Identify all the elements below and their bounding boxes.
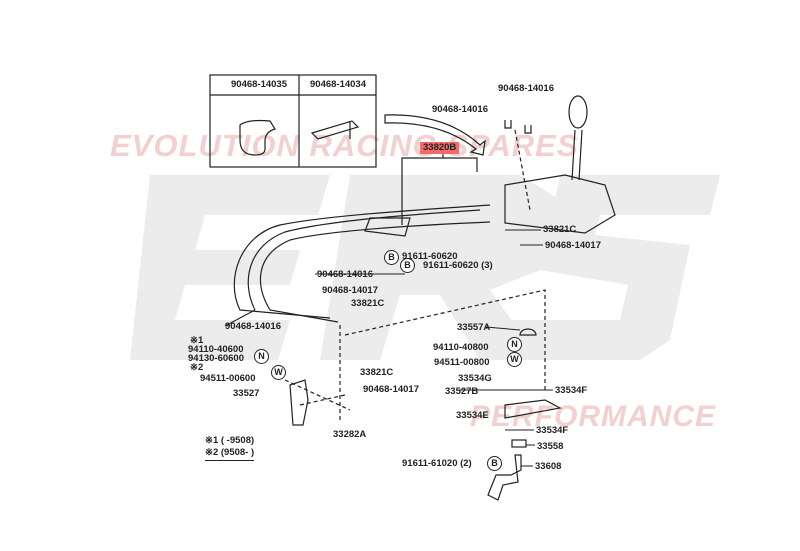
part-label: 90468-14017	[322, 285, 378, 296]
part-label: 90468-14017	[363, 384, 419, 395]
arrow-icon	[384, 114, 486, 156]
bolt-symbol: B	[400, 258, 415, 273]
inset-part-right: 90468-14034	[310, 79, 366, 90]
highlighted-part-33820b[interactable]: 33820B	[420, 142, 460, 154]
nut-symbol: N	[507, 337, 522, 352]
part-label: 33527B	[445, 386, 479, 397]
part-label: 94511-00600	[200, 373, 256, 384]
part-label: 33534G	[458, 373, 492, 384]
shifter-base-icon	[504, 174, 616, 234]
inset-box	[209, 74, 377, 168]
part-label: 33608	[535, 461, 562, 472]
shaft-33608-icon	[487, 454, 522, 501]
clips-icon	[504, 120, 532, 134]
part-label: 90468-14016	[317, 269, 373, 280]
bolt-symbol: B	[384, 250, 399, 265]
ers-logo-watermark	[130, 175, 720, 360]
part-label: 33821C	[351, 298, 385, 309]
note-mark: ※1	[190, 335, 204, 346]
part-label: 91611-60620 (3)	[423, 260, 493, 271]
shift-cable-upper	[233, 204, 491, 319]
part-label: 94110-40800	[433, 342, 489, 353]
part-label: 94110-40600	[188, 344, 244, 355]
part-label: 94511-00800	[434, 357, 490, 368]
nut-symbol: N	[254, 349, 269, 364]
part-label: 91611-60620	[402, 251, 458, 262]
part-label: 33821C	[360, 367, 394, 378]
part-label: 90468-14017	[545, 240, 601, 251]
part-label: 94130-60600	[188, 353, 244, 364]
footnote-2: ※2 (9508- )	[205, 448, 255, 461]
footnote-1: ※1 ( -9508)	[205, 435, 255, 446]
part-label: 33527	[233, 388, 260, 399]
part-label: 33534E	[456, 410, 489, 421]
washer-symbol: W	[507, 352, 522, 367]
part-label: 33534F	[555, 385, 588, 396]
lever-33534e-icon	[504, 399, 562, 419]
inset-part-left: 90468-14035	[231, 79, 287, 90]
clip-14035-icon	[239, 119, 276, 156]
shift-knob-icon	[568, 95, 588, 129]
part-label: 33282A	[333, 429, 367, 440]
part-label: 90468-14016	[498, 83, 554, 94]
note-mark: ※2	[190, 362, 204, 373]
lever-33527-icon	[289, 379, 309, 426]
part-label: 33558	[537, 441, 564, 452]
clip-14034-icon	[310, 120, 360, 140]
part-label: 91611-61020 (2)	[402, 458, 472, 469]
part-label: 33821C	[543, 224, 577, 235]
part-label: 33534F	[536, 425, 569, 436]
cap-icon	[519, 328, 537, 336]
part-label: 90468-14016	[225, 321, 281, 332]
part-label: 90468-14016	[432, 104, 488, 115]
washer-symbol: W	[271, 365, 286, 380]
part-label: 33557A	[457, 322, 491, 333]
watermark-top: EVOLUTION RACING SPARES	[110, 128, 579, 163]
bolt-symbol: B	[487, 456, 502, 471]
